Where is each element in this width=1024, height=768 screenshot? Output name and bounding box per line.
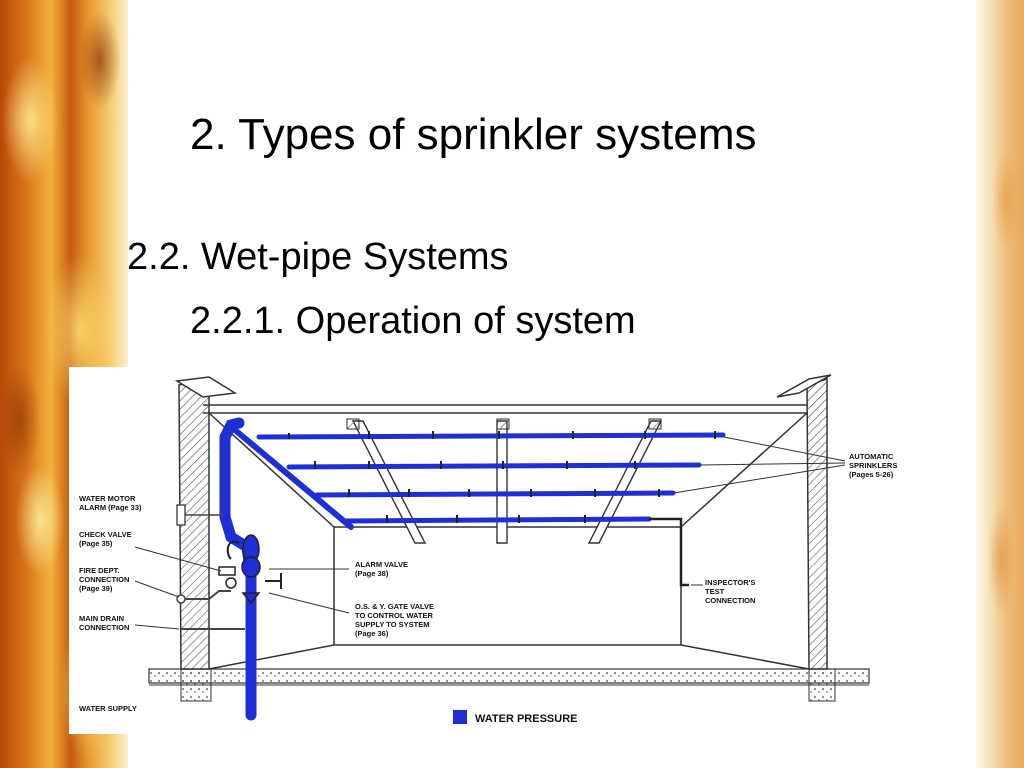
subsection-heading: 2.2.1. Operation of system bbox=[190, 300, 636, 342]
slide-title: 2. Types of sprinkler systems bbox=[190, 110, 757, 159]
label-water-motor-alarm-page: ALARM (Page 33) bbox=[79, 503, 142, 512]
label-os-y-control: TO CONTROL WATER bbox=[355, 611, 433, 620]
label-fire-dept-page: (Page 39) bbox=[79, 584, 113, 593]
beam-1 bbox=[351, 420, 427, 544]
label-os-y-supply: SUPPLY TO SYSTEM bbox=[355, 620, 429, 629]
label-sprinklers: SPRINKLERS bbox=[849, 461, 897, 470]
beam-2 bbox=[496, 420, 508, 544]
label-inspectors: INSPECTOR'S bbox=[705, 578, 755, 587]
label-inspectors-test: TEST bbox=[705, 587, 725, 596]
roof-cap-right bbox=[776, 374, 832, 398]
inspector-test-pipe bbox=[649, 517, 689, 587]
label-check-valve: CHECK VALVE bbox=[79, 530, 132, 539]
label-fire-dept: FIRE DEPT. bbox=[79, 566, 119, 575]
legend-swatch bbox=[453, 710, 467, 724]
label-check-valve-page: (Page 35) bbox=[79, 539, 113, 548]
beam-3 bbox=[587, 420, 663, 544]
legend-label: WATER PRESSURE bbox=[475, 713, 577, 725]
label-sprinklers-pages: (Pages 5-26) bbox=[849, 470, 894, 479]
label-water-supply: WATER SUPPLY bbox=[79, 704, 137, 713]
section-heading: 2.2. Wet-pipe Systems bbox=[127, 236, 509, 278]
label-os-y-gate-valve: O.S. & Y. GATE VALVE bbox=[355, 602, 434, 611]
label-alarm-valve: ALARM VALVE bbox=[355, 560, 408, 569]
sprinkler-heads bbox=[288, 431, 716, 523]
leader-lines bbox=[134, 436, 846, 630]
ground-strip bbox=[148, 668, 870, 684]
label-alarm-valve-page: (Page 38) bbox=[355, 569, 389, 578]
right-wall bbox=[806, 377, 828, 670]
label-automatic-sprinklers: AUTOMATIC bbox=[849, 452, 894, 461]
label-main-drain-connection: CONNECTION bbox=[79, 623, 129, 632]
sprinkler-diagram: WATER MOTOR ALARM (Page 33) CHECK VALVE … bbox=[69, 367, 917, 734]
label-fire-dept-connection: CONNECTION bbox=[79, 575, 129, 584]
alarm-valve-assembly bbox=[218, 534, 282, 605]
label-inspectors-connection: CONNECTION bbox=[705, 596, 755, 605]
label-water-motor-alarm: WATER MOTOR bbox=[79, 494, 136, 503]
sprinkler-diagram-svg: WATER MOTOR ALARM (Page 33) CHECK VALVE … bbox=[79, 374, 897, 725]
label-main-drain: MAIN DRAIN bbox=[79, 614, 124, 623]
roof-cap-left bbox=[174, 376, 238, 398]
label-os-y-page: (Page 36) bbox=[355, 629, 389, 638]
fire-border-right bbox=[976, 0, 1024, 768]
